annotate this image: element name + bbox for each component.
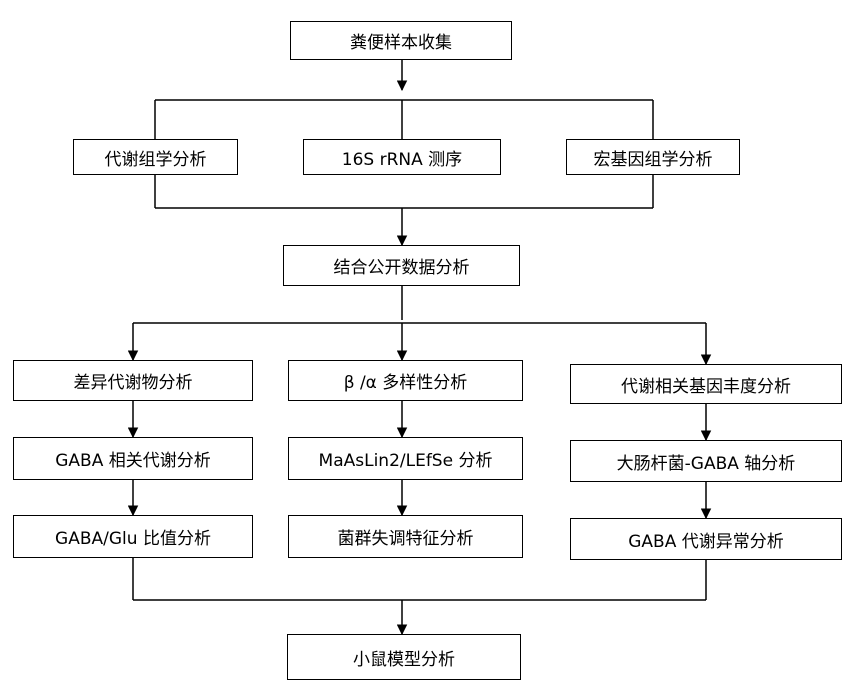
node-metabolic-gene-abundance-analysis: 代谢相关基因丰度分析 (570, 364, 842, 404)
node-dysbiosis-feature-analysis: 菌群失调特征分析 (288, 515, 523, 558)
node-gaba-abnormality-analysis: GABA 代谢异常分析 (570, 518, 842, 560)
node-metabolomics-analysis: 代谢组学分析 (73, 139, 238, 175)
node-mouse-model-analysis: 小鼠模型分析 (287, 634, 521, 680)
node-gaba-glu-ratio-analysis: GABA/Glu 比值分析 (13, 515, 253, 558)
node-diversity-analysis: β /α 多样性分析 (288, 360, 523, 401)
node-maaslin-lefse-analysis: MaAsLin2/LEfSe 分析 (288, 437, 523, 480)
node-stool-sample-collection: 粪便样本收集 (290, 21, 512, 60)
node-gaba-metabolism-analysis: GABA 相关代谢分析 (13, 437, 253, 480)
node-gut-gaba-axis-analysis: 大肠杆菌-GABA 轴分析 (570, 440, 842, 482)
node-16s-sequencing: 16S rRNA 测序 (303, 139, 501, 175)
node-differential-metabolite-analysis: 差异代谢物分析 (13, 360, 253, 401)
node-metagenomics-analysis: 宏基因组学分析 (566, 139, 740, 175)
node-public-data-integration: 结合公开数据分析 (283, 245, 520, 286)
